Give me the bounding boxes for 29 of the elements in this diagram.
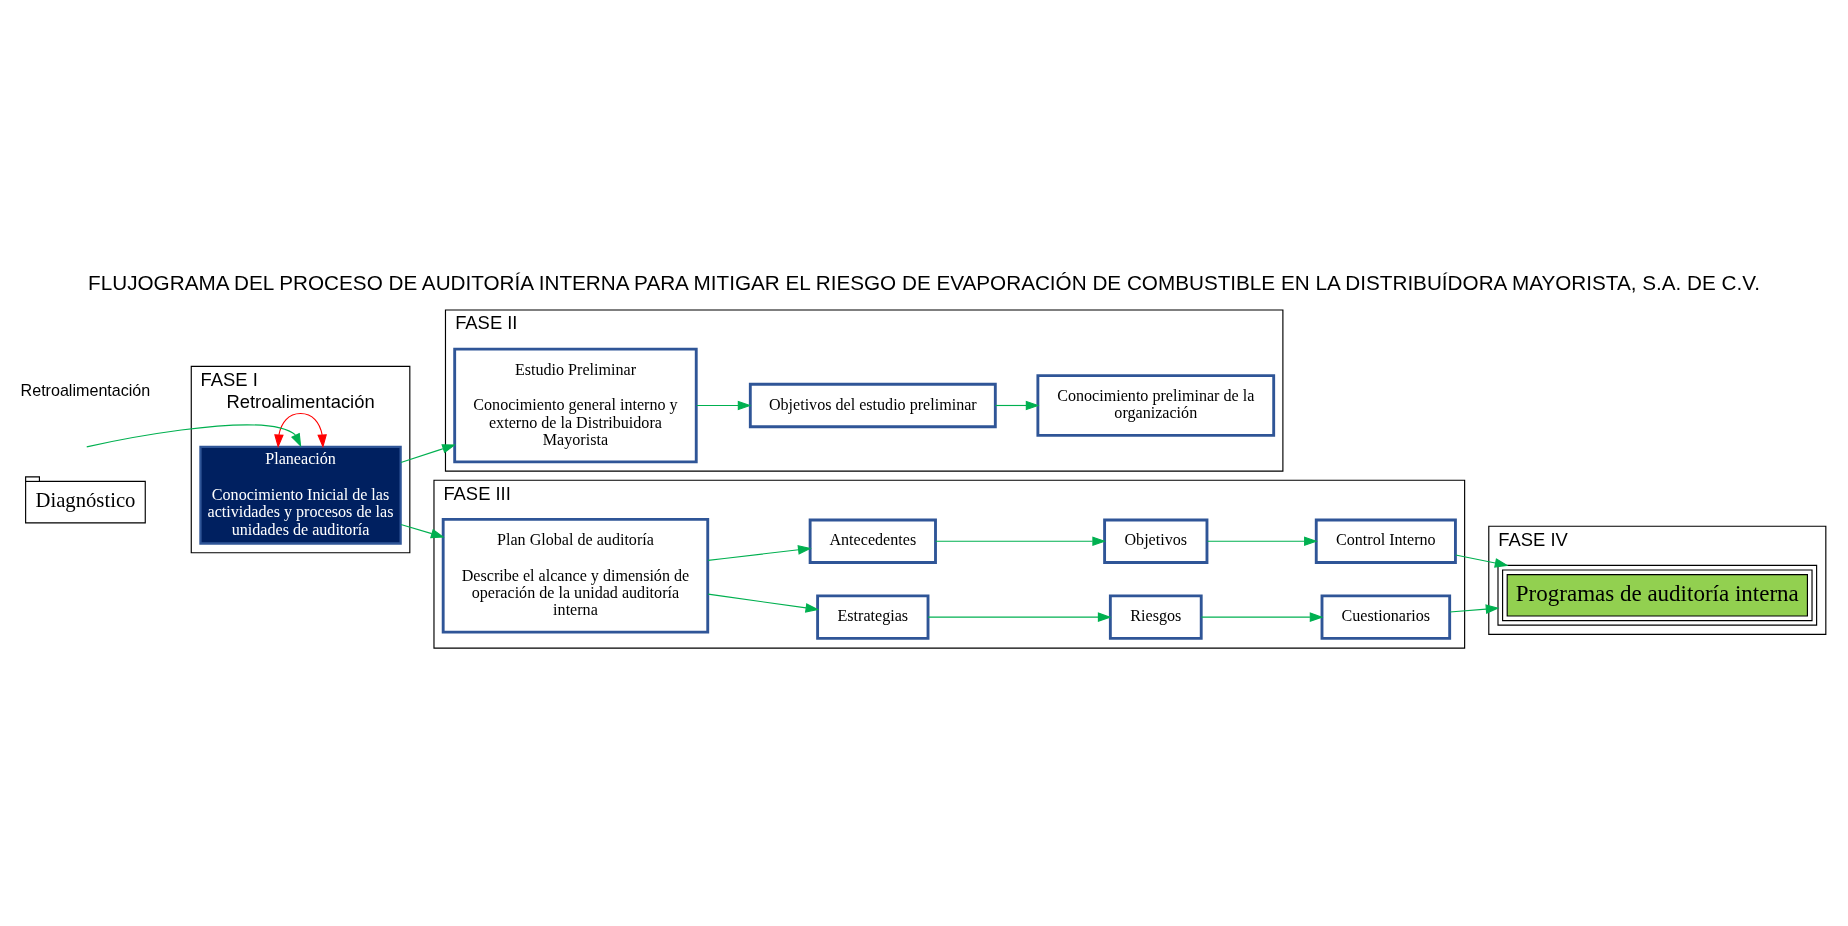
arrow (994, 400, 1040, 411)
arrow (400, 523, 445, 539)
label: Retroalimentación (20, 380, 151, 399)
node-box: Control Interno (1314, 518, 1457, 564)
edge-label: Retroalimentación (226, 390, 375, 412)
node-box: Plan Global de auditoría Describe el alcance y dimensión de operación de la unidad auditoría interna (441, 517, 710, 634)
node-box: Conocimiento preliminar de la organización (1036, 374, 1276, 437)
node-box: Riesgos (1108, 594, 1203, 640)
arrow (1455, 554, 1509, 568)
node-box: Objetivos (1103, 518, 1209, 564)
arrow (707, 593, 820, 613)
arrow (935, 536, 1107, 547)
node-box: Planeación Conocimiento Inicial de las actividades y procesos de las unidades de auditoría (199, 445, 402, 545)
arrow (707, 545, 812, 561)
arrow (86, 424, 302, 448)
arrow (1200, 612, 1324, 622)
arrow (1449, 604, 1500, 614)
arrow (400, 444, 456, 464)
node-box: Programas de auditoría interna (1497, 564, 1818, 626)
arrow (1206, 536, 1318, 547)
node-box: Estudio Preliminar Conocimiento general interno y externo de la Distribuidora Mayorista (453, 347, 698, 464)
diagram-title: FLUJOGRAMA DEL PROCESO DE AUDITORÍA INTERNA PARA MITIGAR EL RIESGO DE EVAPORACIÓN DE COMBUSTIBLE EN LA DISTRIBUÍDORA MAYORISTA, S.A. DE C.V. (88, 270, 1760, 294)
node-box: Objetivos del estudio preliminar (748, 382, 997, 429)
node-box: Estrategias (816, 594, 930, 640)
arrow (696, 400, 752, 411)
node-box: Cuestionarios (1320, 594, 1452, 640)
node-box: Antecedentes (808, 518, 937, 564)
arrow (274, 412, 327, 449)
arrow (927, 612, 1112, 622)
